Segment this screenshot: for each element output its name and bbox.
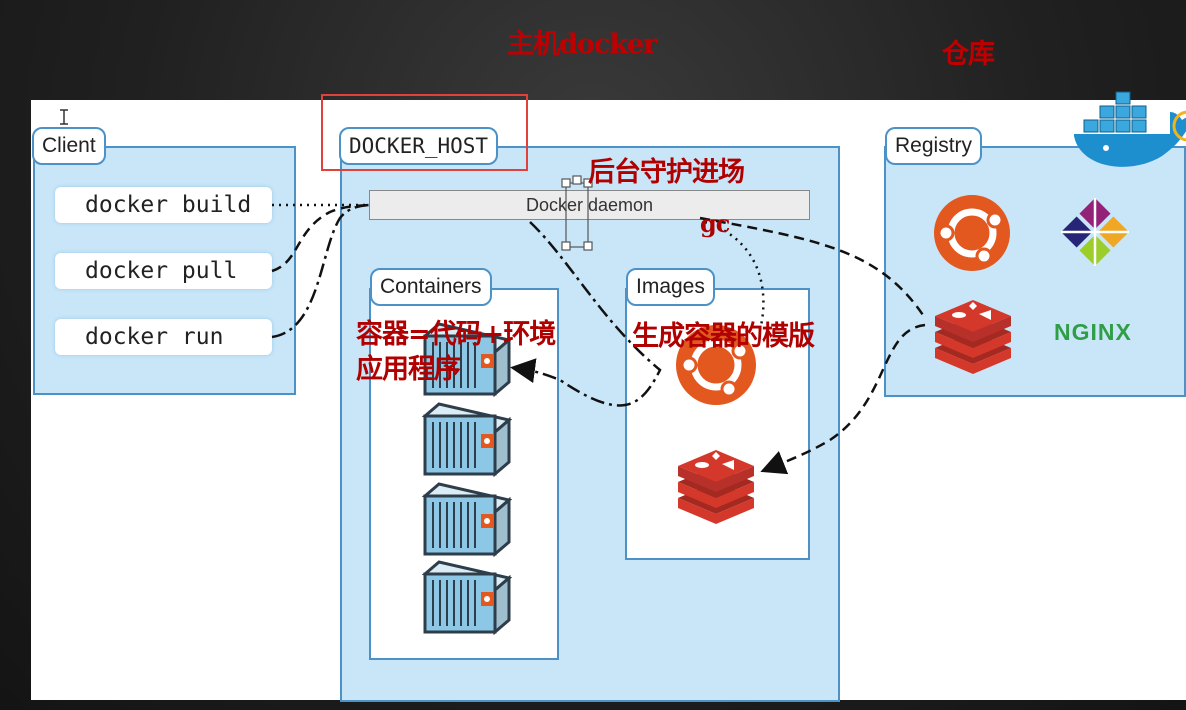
- docker-host-highlight: [321, 94, 528, 171]
- ubuntu-logo: [676, 325, 756, 405]
- docker-whale-logo: [1074, 91, 1186, 167]
- pull-connector: [271, 203, 370, 273]
- annotation-warehouse: 仓库: [942, 39, 995, 70]
- registry-title: Registry: [885, 127, 983, 165]
- annotation-application: 应用程序: [356, 354, 461, 385]
- selection-handles: [561, 175, 593, 251]
- client-title: Client: [32, 127, 106, 165]
- shipping-container-icon: [423, 402, 511, 476]
- daemon-to-registry-connector: [699, 216, 927, 319]
- daemon-to-images-dotted: [704, 220, 765, 331]
- docker-daemon-bar: Docker daemon: [369, 190, 810, 220]
- annotation-container-equation: 容器=代码+环境: [356, 319, 556, 350]
- annotation-gc: gc: [700, 209, 730, 238]
- docker-run-command: docker run: [55, 319, 272, 355]
- annotation-template-note: 生成容器的模版: [632, 321, 815, 352]
- containers-title: Containers: [370, 268, 492, 306]
- redis-logo: [935, 300, 1011, 374]
- shipping-container-icon: [423, 482, 511, 556]
- docker-pull-command: docker pull: [55, 253, 272, 289]
- images-title: Images: [626, 268, 715, 306]
- run-connector: [271, 203, 370, 339]
- shipping-container-icon: [423, 560, 511, 634]
- centos-logo: [1061, 198, 1129, 266]
- annotation-daemon-note: 后台守护进场: [588, 157, 745, 188]
- text-cursor-icon: [60, 109, 68, 125]
- docker-host-title: DOCKER_HOST: [339, 127, 499, 165]
- docker-build-command: docker build: [55, 187, 272, 223]
- ubuntu-logo: [934, 195, 1010, 271]
- daemon-to-ubuntu-connector: [510, 221, 662, 407]
- redis-logo: [678, 450, 754, 524]
- annotation-host-docker: 主机docker: [507, 29, 657, 60]
- registry-to-images-arrow: [760, 323, 926, 475]
- registry-panel: [884, 146, 1186, 397]
- nginx-logo: NGINX: [1054, 319, 1132, 345]
